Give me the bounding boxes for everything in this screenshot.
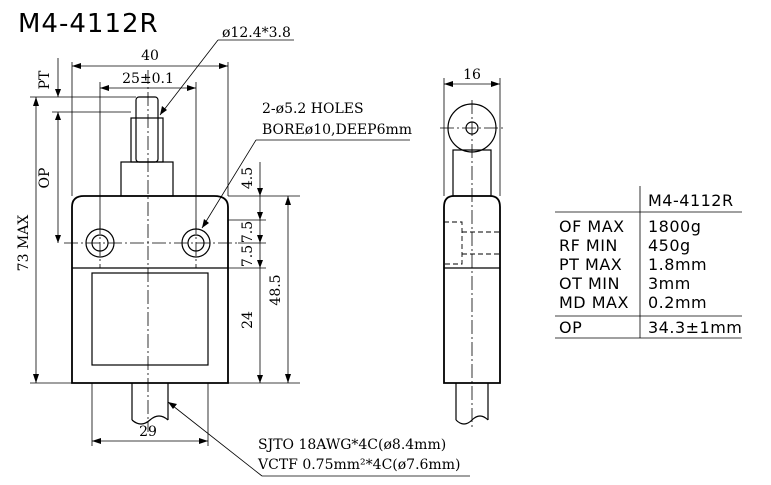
- spec-value: 1.8mm: [648, 255, 707, 274]
- holes-line2: BOREø10,DEEP6mm: [262, 122, 412, 138]
- dim-hole-spacing: 25±0.1: [122, 71, 174, 87]
- plunger-boot: [120, 161, 174, 197]
- dim-roller: ø12.4*3.8: [222, 25, 291, 41]
- spec-value: 0.2mm: [648, 293, 707, 312]
- dim-7-5-top: 7.5: [240, 221, 256, 243]
- spec-label: RF MIN: [559, 236, 618, 255]
- table-header: M4-4112R: [648, 191, 734, 210]
- cable-line1: SJTO 18AWG*4C(ø8.4mm): [258, 437, 446, 453]
- dim-48-5: 48.5: [268, 274, 284, 305]
- roller-leader: [159, 39, 219, 116]
- label-pt: PT: [37, 70, 53, 89]
- front-view: 40 25±0.1 ø12.4*3.8 PT OP 73 MAX 2-ø5.2 …: [16, 25, 470, 477]
- label-op: OP: [37, 168, 53, 189]
- cable-leader: [167, 401, 263, 477]
- dim-4-5: 4.5: [240, 167, 256, 189]
- dim-bottom-width: 29: [139, 424, 157, 440]
- spec-footer-value: 34.3±1mm: [648, 318, 742, 337]
- dim-7-5-bottom: 7.5: [240, 245, 256, 267]
- holes-leader: [201, 139, 257, 229]
- cable-line2: VCTF 0.75mm²*4C(ø7.6mm): [257, 457, 460, 473]
- spec-label: OT MIN: [559, 274, 620, 293]
- spec-value: 1800g: [648, 217, 701, 236]
- leader-arrow: [168, 402, 177, 409]
- dim-top-width: 40: [141, 48, 159, 64]
- side-body: [443, 195, 501, 384]
- holes-line1: 2-ø5.2 HOLES: [262, 101, 364, 117]
- cable-break: [131, 415, 169, 425]
- dim-side-width: 16: [463, 67, 481, 83]
- dim-arrows: [257, 188, 263, 383]
- spec-value: 450g: [648, 236, 691, 255]
- dim-arrows: [55, 89, 61, 243]
- plunger-rod: [135, 96, 159, 163]
- spec-label: OF MAX: [559, 217, 625, 236]
- side-cable-break: [455, 415, 489, 425]
- spec-label: PT MAX: [559, 255, 622, 274]
- spec-table: M4-4112R OF MAX 1800g RF MIN 450g PT MAX…: [555, 186, 742, 339]
- side-view: 16: [440, 67, 504, 430]
- drawing-title: M4-4112R: [18, 9, 159, 39]
- side-hidden-bore: [443, 221, 463, 265]
- spec-value: 3mm: [648, 274, 691, 293]
- spec-label: MD MAX: [559, 293, 629, 312]
- leader-arrow: [202, 219, 209, 228]
- switch-body: [71, 195, 229, 384]
- spec-footer-label: OP: [559, 318, 582, 337]
- body-window: [91, 272, 209, 366]
- label-height: 73 MAX: [16, 215, 32, 272]
- leader-arrow: [160, 106, 167, 115]
- dim-24: 24: [240, 311, 256, 329]
